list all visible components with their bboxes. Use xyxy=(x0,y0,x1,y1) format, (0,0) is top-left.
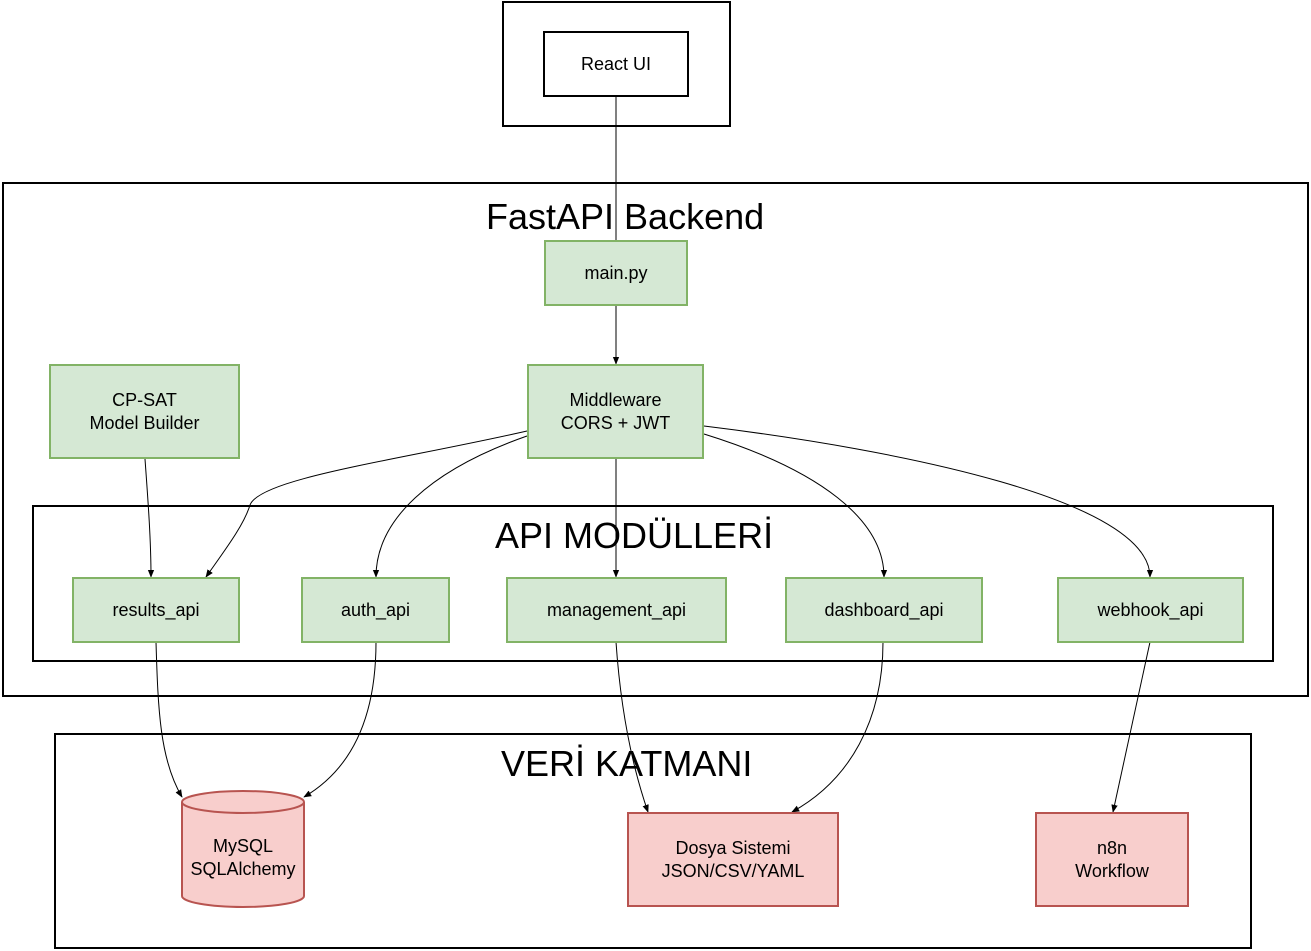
data-layer-title: VERİ KATMANI xyxy=(501,743,753,784)
webhook-api-node: webhook_api xyxy=(1057,577,1244,643)
management-api-node: management_api xyxy=(506,577,727,643)
edge-cpsat-results xyxy=(144,458,155,578)
edge-results-mysql xyxy=(155,641,183,798)
auth-api-node: auth_api xyxy=(301,577,450,643)
fastapi-backend-title: FastAPI Backend xyxy=(486,196,765,237)
edge-middleware-results xyxy=(205,430,528,578)
fastapi-backend-group xyxy=(2,182,1309,697)
edge-middleware-webhook xyxy=(703,425,1154,578)
data-layer-group xyxy=(54,733,1252,949)
edge-middleware-auth xyxy=(372,435,528,578)
edge-webhook-n8n xyxy=(1111,641,1151,813)
mysql-node: MySQL SQLAlchemy xyxy=(190,836,296,879)
api-modules-group xyxy=(32,505,1274,662)
edge-auth-mysql xyxy=(303,641,377,798)
edge-dashboard-dosya xyxy=(791,641,884,813)
n8n-workflow-node: n8n Workflow xyxy=(1035,812,1189,907)
react-ui-node: React UI xyxy=(543,31,689,97)
middleware-node: Middleware CORS + JWT xyxy=(527,364,704,459)
edge-management-dosya xyxy=(615,641,649,813)
cpsat-node: CP-SAT Model Builder xyxy=(49,364,240,459)
api-modules-title: API MODÜLLERİ xyxy=(495,515,774,556)
mysql-cylinder xyxy=(181,790,305,908)
main-py-node: main.py xyxy=(544,240,688,306)
edge-middleware-dashboard xyxy=(703,433,888,578)
dashboard-api-node: dashboard_api xyxy=(785,577,983,643)
results-api-node: results_api xyxy=(72,577,240,643)
dosya-sistemi-node: Dosya Sistemi JSON/CSV/YAML xyxy=(627,812,839,907)
